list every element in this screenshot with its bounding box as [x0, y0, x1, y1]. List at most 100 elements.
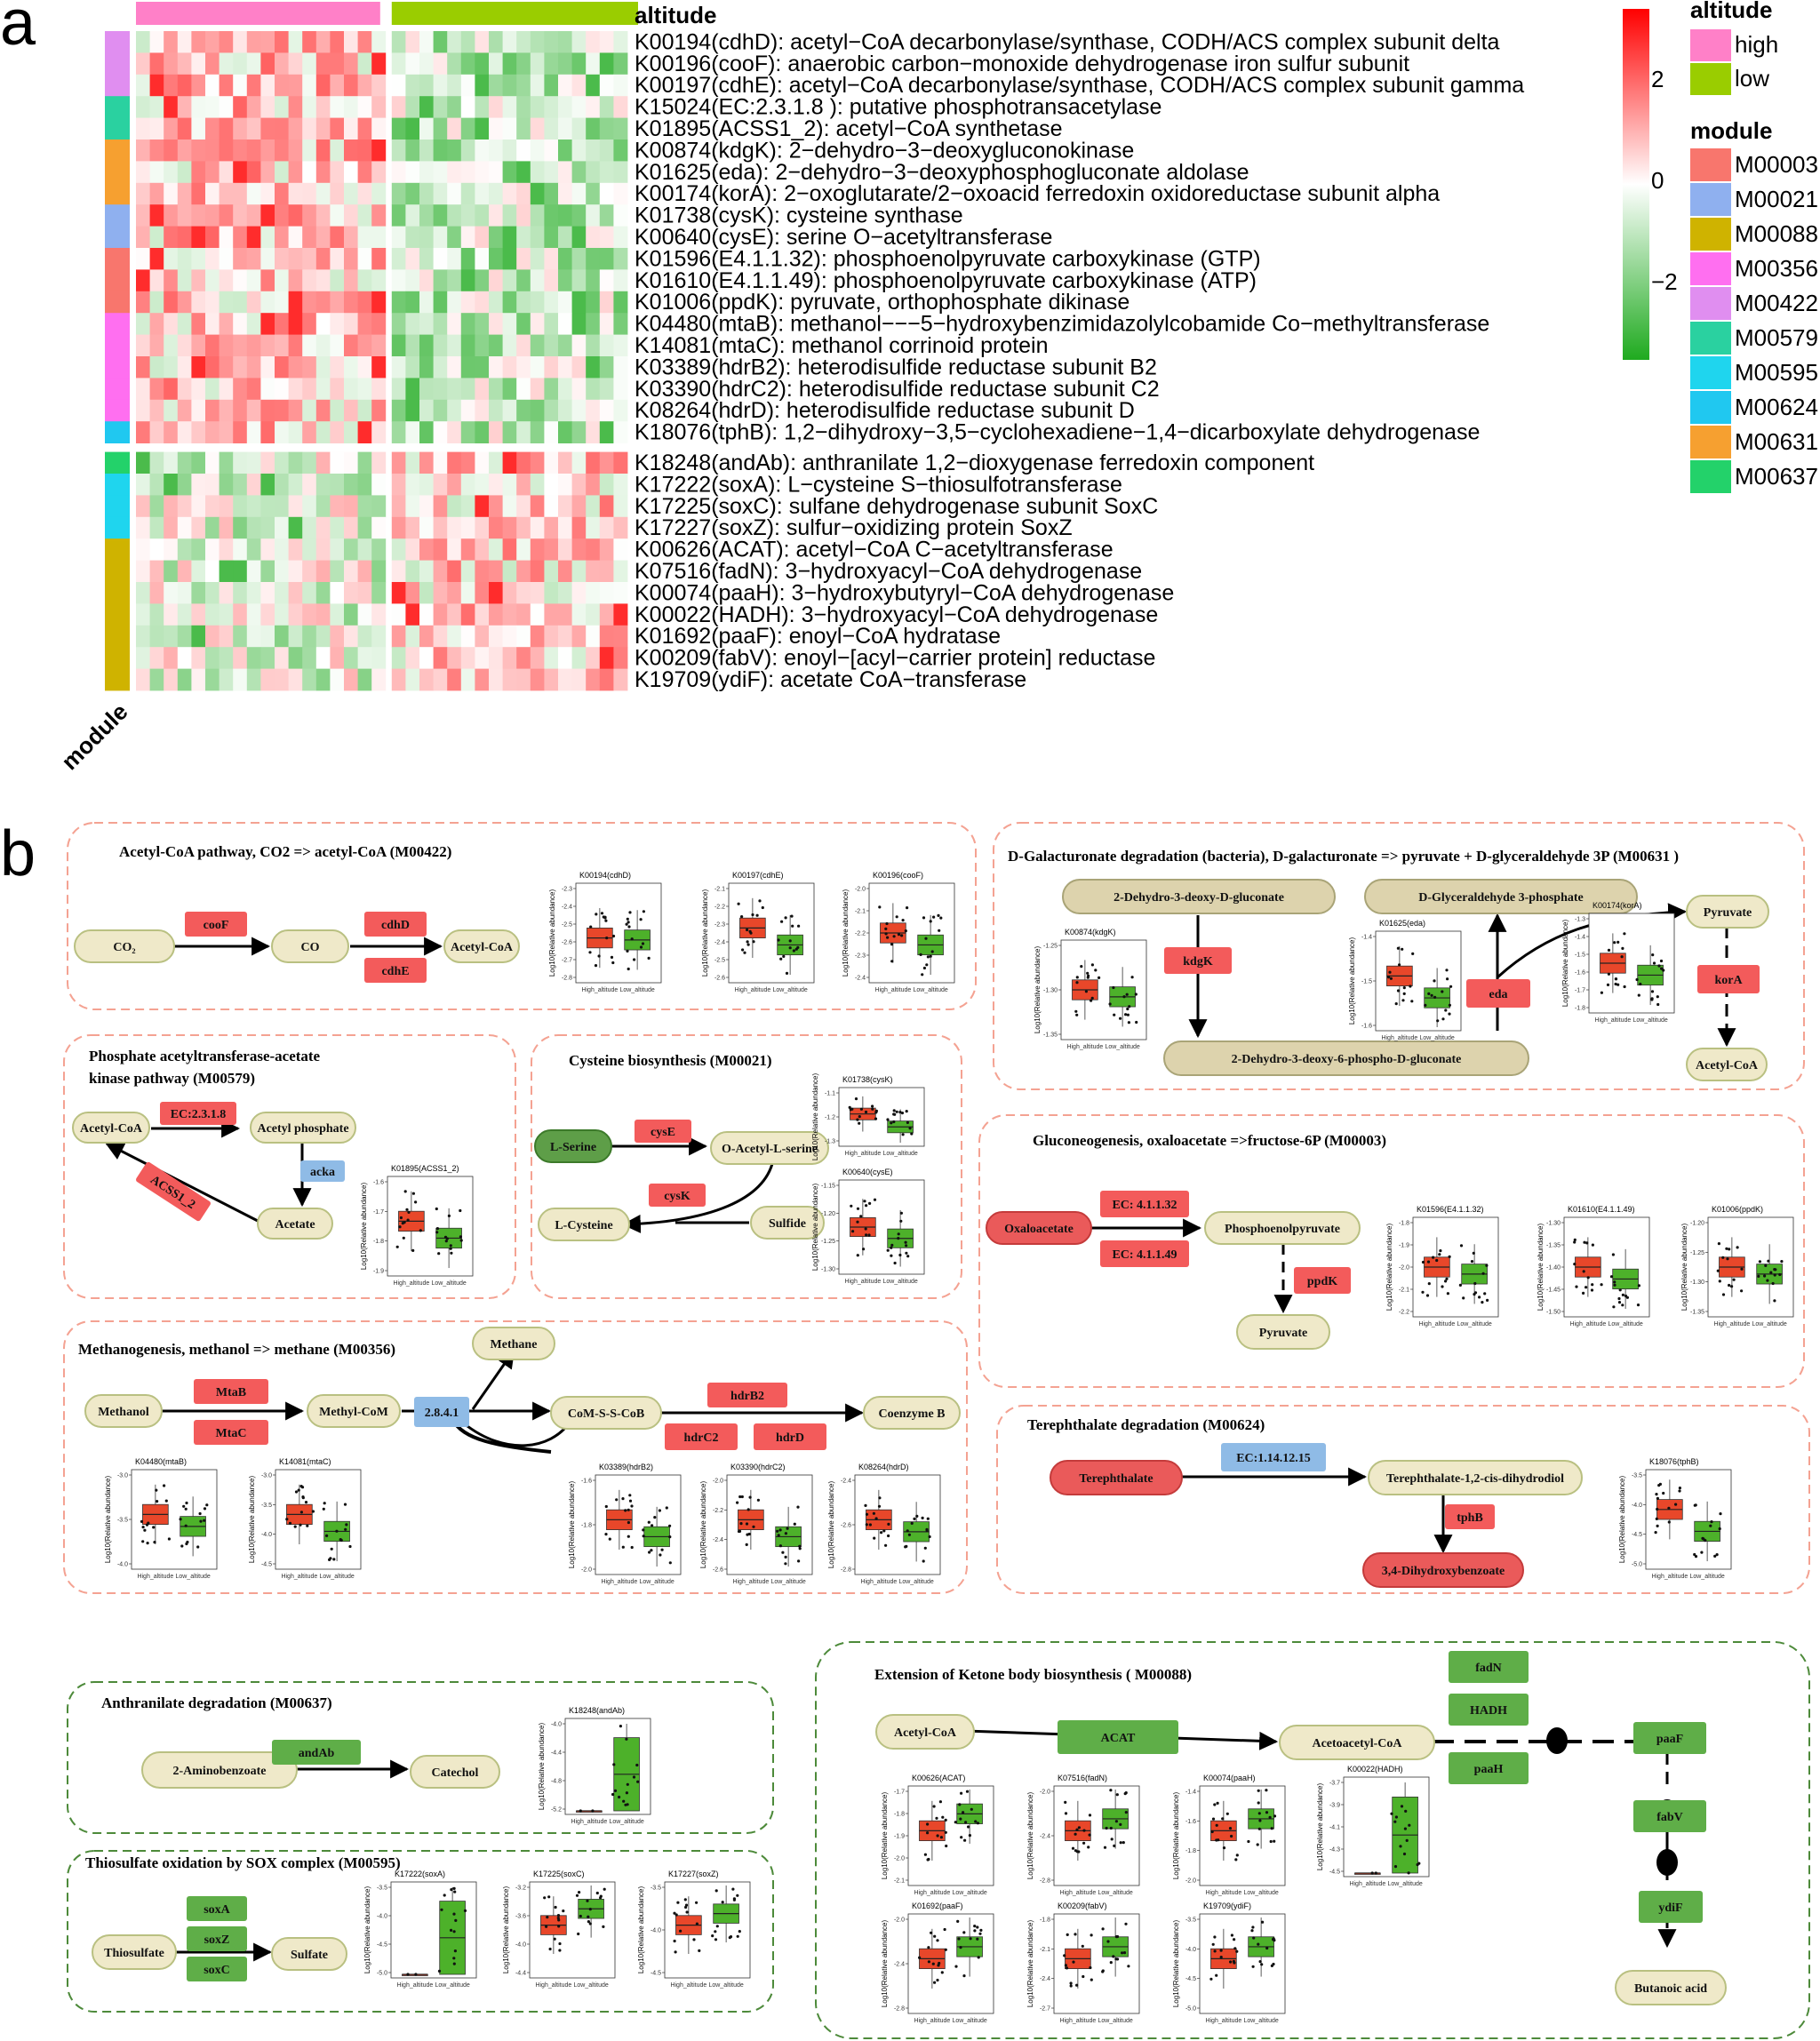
- heatmap-cell: [219, 313, 234, 335]
- boxplot-point: [1209, 1977, 1213, 1981]
- enzyme-ec114-label: EC:1.14.12.15: [1236, 1452, 1311, 1465]
- heatmap-cell: [516, 451, 531, 474]
- boxplot-point: [578, 1891, 581, 1894]
- boxplot-point: [1370, 1871, 1374, 1875]
- heatmap-cell: [246, 182, 261, 205]
- boxplot-point: [784, 1532, 788, 1535]
- box-m00003: [978, 1114, 1805, 1388]
- gene-row-label: K01895(ACSS1_2): acetyl−CoA synthetase: [635, 116, 1063, 141]
- heatmap-cell: [558, 96, 572, 118]
- boxplot-tick-label: -2.6: [714, 976, 725, 982]
- enzyme-hadh-box: [1449, 1694, 1529, 1726]
- heatmap-cell: [177, 140, 192, 162]
- boxplot-tick-label: -2.2: [714, 905, 725, 911]
- heatmap-cell: [260, 582, 275, 604]
- heatmap-cell: [357, 291, 372, 314]
- module-legend-label: M00624: [1735, 394, 1818, 420]
- heatmap-cell: [302, 474, 317, 496]
- boxplot-point: [780, 920, 784, 923]
- heatmap-cell: [405, 451, 420, 474]
- boxplot-point: [907, 1533, 911, 1536]
- heatmap-cell: [530, 421, 545, 443]
- boxplot-tick-label: -4.4: [551, 1750, 562, 1757]
- title-m00356: Methanogenesis, methanol => methane (M00…: [78, 1341, 395, 1358]
- boxplot-point: [865, 1204, 868, 1208]
- heatmap-cell: [391, 625, 406, 648]
- heatmap-cell: [516, 140, 531, 162]
- boxplot-tick-label: -2.1: [1399, 1288, 1409, 1294]
- enzyme-ec2841: 2.8.4.1: [414, 1397, 469, 1427]
- boxplot-point: [874, 1117, 878, 1120]
- heatmap-cell: [205, 421, 220, 443]
- heatmap-cell: [544, 313, 559, 335]
- heatmap-cell: [315, 451, 331, 474]
- box-m00624: [996, 1405, 1810, 1594]
- heatmap-cell: [136, 582, 150, 604]
- heatmap-cell: [149, 474, 164, 496]
- boxplot-point: [1075, 976, 1079, 979]
- boxplot-point: [1586, 1276, 1590, 1280]
- boxplot-title: K00194(cdhD): [579, 871, 631, 880]
- boxplot-point: [546, 1916, 549, 1919]
- heatmap-cell: [489, 248, 503, 270]
- heatmap-cell: [419, 451, 434, 474]
- boxplot-point: [1269, 1839, 1273, 1844]
- heatmap-cell: [233, 334, 248, 357]
- boxplot-tick-label: -2.0: [1185, 1878, 1196, 1885]
- boxplot-tick-label: -4.0: [1632, 1503, 1642, 1509]
- boxplot-point: [731, 1887, 735, 1891]
- heatmap-cell: [246, 560, 261, 583]
- heatmap-cell: [302, 31, 317, 53]
- heatmap-cell: [516, 161, 531, 184]
- boxplot-tick-label: -2.4: [1040, 1976, 1050, 1982]
- boxplot-point: [1247, 1839, 1250, 1844]
- heatmap-cell: [219, 269, 234, 292]
- heatmap-cell: [275, 560, 289, 583]
- heatmap-cell: [489, 182, 503, 205]
- heatmap-cell: [558, 248, 572, 270]
- boxplot-x-label-low: Low_altitude: [1387, 1881, 1422, 1887]
- boxplot-point: [976, 1925, 979, 1929]
- gene-row-label: K03390(hdrC2): heterodisulfide reductase…: [635, 377, 1160, 402]
- heatmap-cell: [405, 140, 420, 162]
- boxplot-point: [781, 1551, 785, 1554]
- heatmap-cell: [475, 74, 490, 97]
- enzyme-ec41132: EC: 4.1.1.32: [1100, 1191, 1189, 1217]
- boxplot-point: [588, 1922, 592, 1925]
- heatmap-cell: [489, 647, 503, 669]
- boxplot-tick-label: -2.2: [1399, 1310, 1409, 1316]
- boxplot-point: [1396, 946, 1400, 950]
- heatmap-cell: [149, 291, 164, 314]
- boxplot-point: [627, 925, 631, 929]
- boxplot-x-label-high: High_altitude: [732, 1579, 769, 1585]
- node-methylcom: [307, 1394, 401, 1428]
- boxplot-point: [435, 1231, 439, 1234]
- heatmap-cell: [433, 603, 448, 626]
- gene-row-label: K17227(soxZ): sulfur−oxidizing protein S…: [635, 515, 1073, 540]
- heatmap-cell: [586, 647, 601, 669]
- heatmap-cell: [405, 52, 420, 76]
- boxplot-tick-label: -1.8: [1575, 1006, 1585, 1012]
- module-annotation-bar: [105, 31, 130, 691]
- node-sulfide-label: Sulfide: [769, 1217, 806, 1231]
- enzyme-cysE: cysE: [635, 1120, 691, 1143]
- boxplot-point: [873, 1536, 876, 1540]
- heatmap-cell: [447, 582, 462, 604]
- boxplot-point: [1709, 1524, 1712, 1527]
- heatmap-cell: [502, 161, 517, 184]
- heatmap-cell: [544, 560, 559, 583]
- heatmap-cell: [149, 31, 164, 53]
- heatmap-cell: [599, 647, 614, 669]
- node-cysteine-label: L-Cysteine: [555, 1219, 612, 1232]
- heatmap-cell: [405, 516, 420, 539]
- boxplot-point: [979, 1928, 983, 1932]
- scale-tick-0: 0: [1651, 167, 1664, 194]
- boxplot-point: [1228, 1827, 1233, 1830]
- heatmap-cell: [558, 603, 572, 626]
- boxplot-point: [958, 1803, 962, 1806]
- boxplot-point: [140, 1519, 144, 1523]
- heatmap-cell: [149, 269, 164, 292]
- boxplot-point: [874, 1111, 878, 1114]
- boxplot-K00174(korA): K00174(korA)-1.3-1.4-1.5-1.6-1.7-1.8Log1…: [1561, 901, 1675, 1024]
